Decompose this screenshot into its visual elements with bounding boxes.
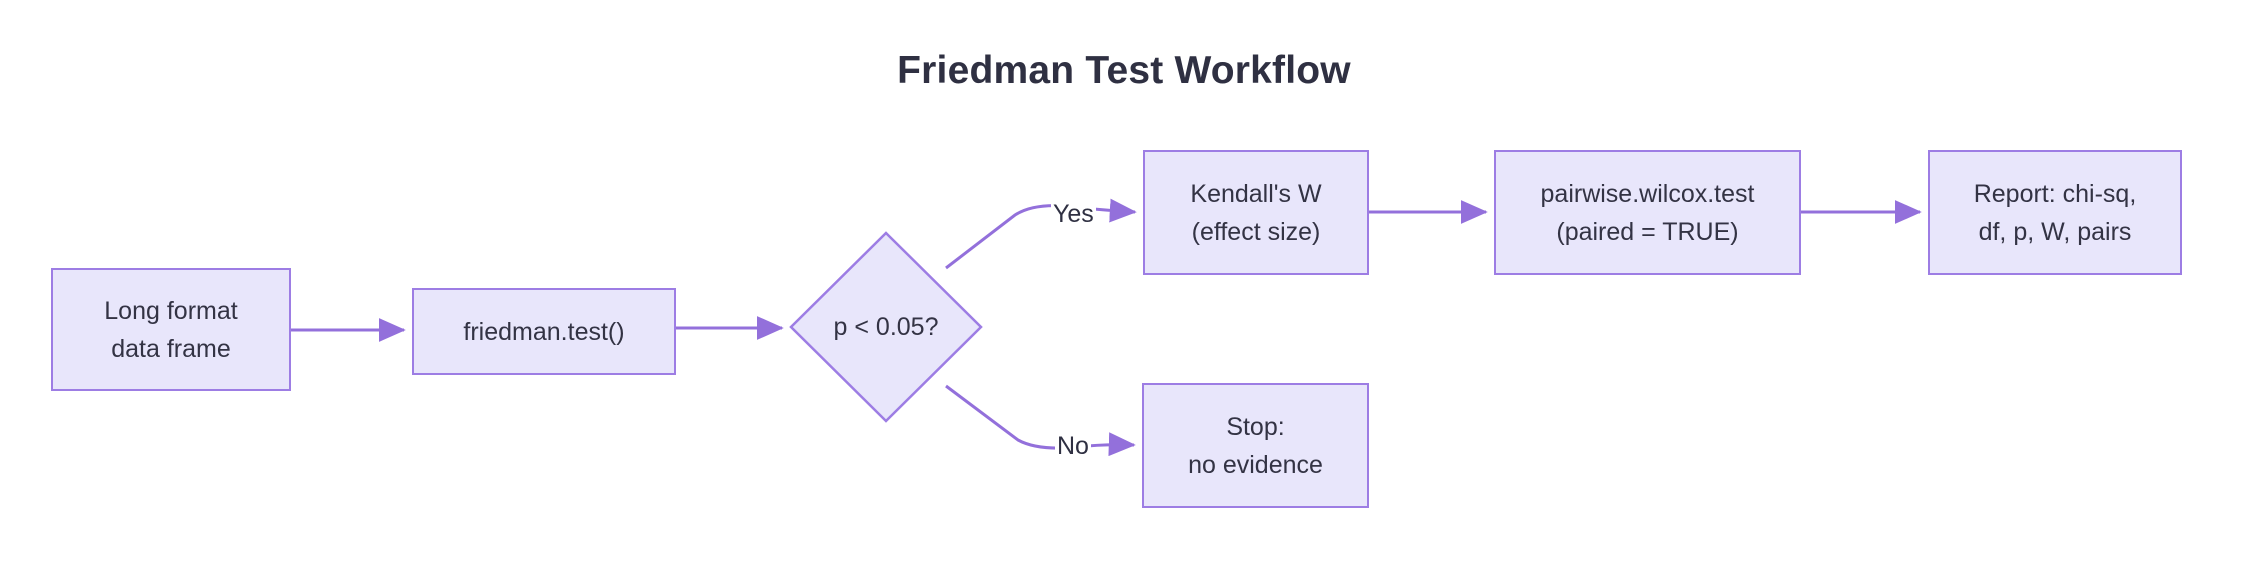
node-decision-label: p < 0.05? <box>833 312 939 341</box>
node-pairwise-wilcox-test-line1: pairwise.wilcox.test <box>1540 179 1755 208</box>
node-report[interactable]: Report: chi-sq, df, p, W, pairs <box>1928 150 2182 275</box>
node-pairwise-wilcox-test-line2: (paired = TRUE) <box>1556 217 1739 246</box>
node-stop-no-evidence[interactable]: Stop: no evidence <box>1142 383 1369 508</box>
node-input-data[interactable]: Long format data frame <box>51 268 291 391</box>
node-input-data-line2: data frame <box>111 334 231 363</box>
node-report-line1: Report: chi-sq, <box>1973 179 2137 208</box>
node-pairwise-wilcox-test[interactable]: pairwise.wilcox.test (paired = TRUE) <box>1494 150 1801 275</box>
node-friedman-test[interactable]: friedman.test() <box>412 288 676 375</box>
node-decision-p-value[interactable]: p < 0.05? <box>789 231 983 423</box>
node-kendalls-w-line1: Kendall's W <box>1190 179 1322 208</box>
node-friedman-test-line1: friedman.test() <box>463 317 625 346</box>
node-input-data-line1: Long format <box>104 296 238 325</box>
node-stop-no-evidence-line1: Stop: <box>1226 412 1285 441</box>
node-kendalls-w-line2: (effect size) <box>1191 217 1321 246</box>
node-kendalls-w[interactable]: Kendall's W (effect size) <box>1143 150 1369 275</box>
node-stop-no-evidence-line2: no evidence <box>1188 450 1323 479</box>
edge-label-yes: Yes <box>1051 200 1096 229</box>
node-report-line2: df, p, W, pairs <box>1978 217 2132 246</box>
page-title: Friedman Test Workflow <box>897 49 1351 92</box>
diamond-shape <box>789 231 983 423</box>
edge-label-no: No <box>1055 432 1091 461</box>
